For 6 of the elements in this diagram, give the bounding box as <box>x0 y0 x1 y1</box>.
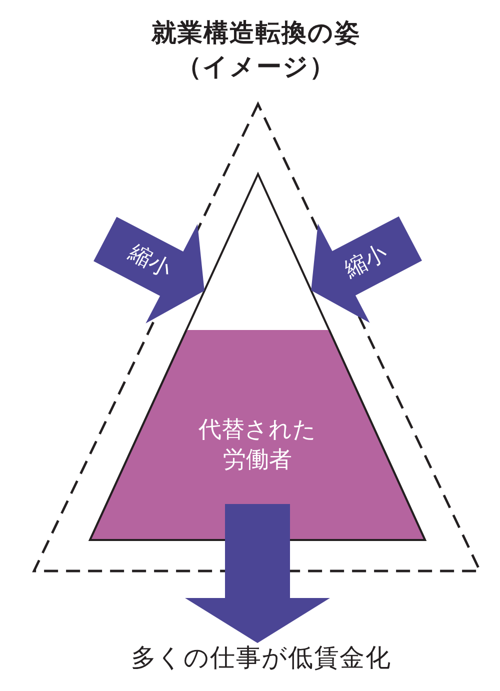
trapezoid-label: 代替された労働者 <box>198 416 318 475</box>
arrow-label: 縮小 <box>125 242 174 282</box>
result-text: 多くの仕事が低賃金化 <box>131 643 391 673</box>
arrow <box>185 504 330 643</box>
title: 就業構造転換の姿（イメージ） <box>150 17 362 83</box>
arrow-label: 縮小 <box>341 242 390 282</box>
